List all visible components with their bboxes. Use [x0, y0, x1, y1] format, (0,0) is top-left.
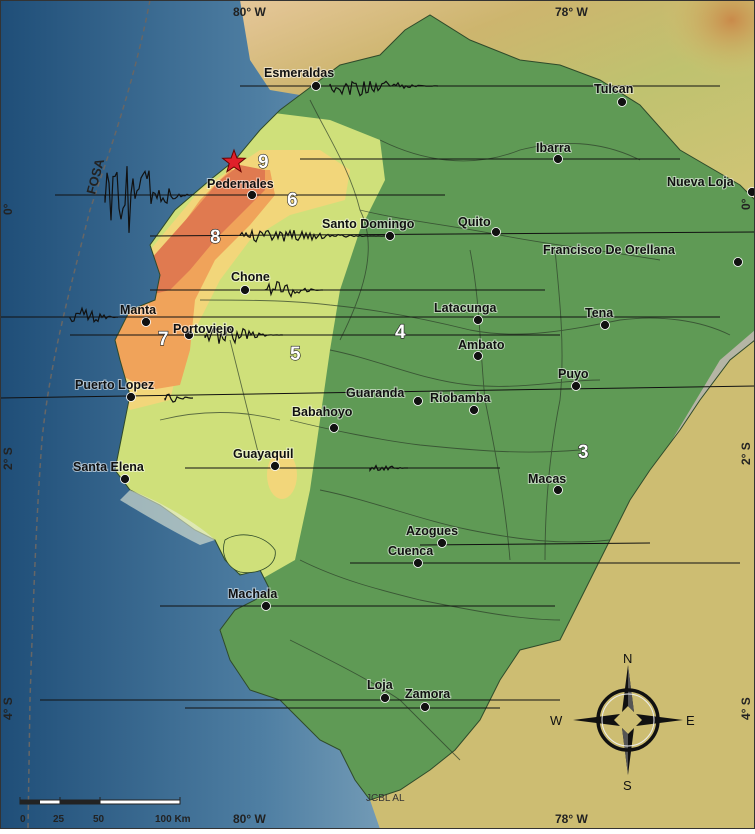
- city-dot-guaranda: [414, 397, 423, 406]
- city-dot-pedernales: [248, 191, 257, 200]
- city-label-ibarra: Ibarra: [536, 141, 572, 155]
- zone-label-4: 4: [395, 322, 406, 343]
- city-dot-machala: [262, 602, 271, 611]
- zone-label-9: 9: [258, 152, 269, 173]
- compass-n: N: [623, 651, 632, 666]
- grid-top-78w: 78° W: [555, 5, 588, 19]
- city-label-pedernales: Pedernales: [207, 177, 274, 191]
- scale-tick-25: 25: [53, 814, 65, 825]
- city-dot-puerto-lopez: [127, 393, 136, 402]
- city-label-francisco-de-orellana: Francisco De Orellana: [543, 243, 676, 257]
- city-label-puyo: Puyo: [558, 367, 589, 381]
- scale-tick-50: 50: [93, 814, 105, 825]
- city-label-macas: Macas: [528, 472, 566, 486]
- city-dot-quito: [492, 228, 501, 237]
- city-label-santo-domingo: Santo Domingo: [322, 217, 415, 231]
- city-label-puerto-lopez: Puerto Lopez: [75, 378, 154, 392]
- city-label-loja: Loja: [367, 678, 394, 692]
- city-label-riobamba: Riobamba: [430, 391, 491, 405]
- city-dot-zamora: [421, 703, 430, 712]
- city-dot-ambato: [474, 352, 483, 361]
- compass-e: E: [686, 713, 695, 728]
- city-dot-macas: [554, 486, 563, 495]
- city-label-esmeraldas: Esmeraldas: [264, 66, 334, 80]
- city-dot-loja: [381, 694, 390, 703]
- zone-label-6: 6: [287, 190, 298, 211]
- city-dot-nueva-loja: [748, 188, 755, 197]
- city-label-latacunga: Latacunga: [434, 301, 498, 315]
- city-dot-esmeraldas: [312, 82, 321, 91]
- city-dot-cuenca: [414, 559, 423, 568]
- city-dot-babahoyo: [330, 424, 339, 433]
- city-dot-tena: [601, 321, 610, 330]
- city-label-manta: Manta: [120, 303, 157, 317]
- city-label-nueva-loja: Nueva Loja: [667, 175, 735, 189]
- grid-bottom-78w: 78° W: [555, 812, 588, 826]
- grid-right-2s: 2° S: [739, 442, 753, 465]
- grid-right-4s: 4° S: [739, 697, 753, 720]
- compass-w: W: [550, 713, 563, 728]
- city-dot-latacunga: [474, 316, 483, 325]
- city-label-tena: Tena: [585, 306, 614, 320]
- city-dot-tulcan: [618, 98, 627, 107]
- scale-tick-0: 0: [20, 814, 26, 825]
- city-dot-chone: [241, 286, 250, 295]
- city-label-guaranda: Guaranda: [346, 386, 405, 400]
- city-label-quito: Quito: [458, 215, 491, 229]
- city-dot-santo-domingo: [386, 232, 395, 241]
- city-label-tulcan: Tulcan: [594, 82, 633, 96]
- credit-text: JCBL AL: [366, 793, 405, 804]
- city-label-azogues: Azogues: [406, 524, 458, 538]
- city-dot-puyo: [572, 382, 581, 391]
- city-dot-riobamba: [470, 406, 479, 415]
- city-label-ambato: Ambato: [458, 338, 505, 352]
- city-dot-santa-elena: [121, 475, 130, 484]
- city-dot-azogues: [438, 539, 447, 548]
- city-dot-manta: [142, 318, 151, 327]
- city-dot-francisco-de-orellana: [734, 258, 743, 267]
- city-dot-ibarra: [554, 155, 563, 164]
- city-label-cuenca: Cuenca: [388, 544, 434, 558]
- grid-left-4s: 4° S: [1, 697, 15, 720]
- zone-label-3: 3: [578, 442, 589, 463]
- city-label-portoviejo: Portoviejo: [173, 322, 234, 336]
- city-label-santa-elena: Santa Elena: [73, 460, 145, 474]
- city-dot-guayaquil: [271, 462, 280, 471]
- city-label-babahoyo: Babahoyo: [292, 405, 353, 419]
- grid-left-0: 0°: [1, 203, 15, 215]
- zone-label-5: 5: [290, 344, 301, 365]
- grid-bottom-80w: 80° W: [233, 812, 266, 826]
- zone-label-7: 7: [158, 329, 169, 350]
- city-label-zamora: Zamora: [405, 687, 451, 701]
- grid-left-2s: 2° S: [1, 447, 15, 470]
- zone-label-8: 8: [210, 227, 221, 248]
- city-label-machala: Machala: [228, 587, 278, 601]
- city-label-guayaquil: Guayaquil: [233, 447, 293, 461]
- city-label-chone: Chone: [231, 270, 270, 284]
- grid-top-80w: 80° W: [233, 5, 266, 19]
- compass-s: S: [623, 778, 632, 793]
- grid-right-0: 0°: [739, 198, 753, 210]
- scale-tick-100km: 100 Km: [155, 814, 191, 825]
